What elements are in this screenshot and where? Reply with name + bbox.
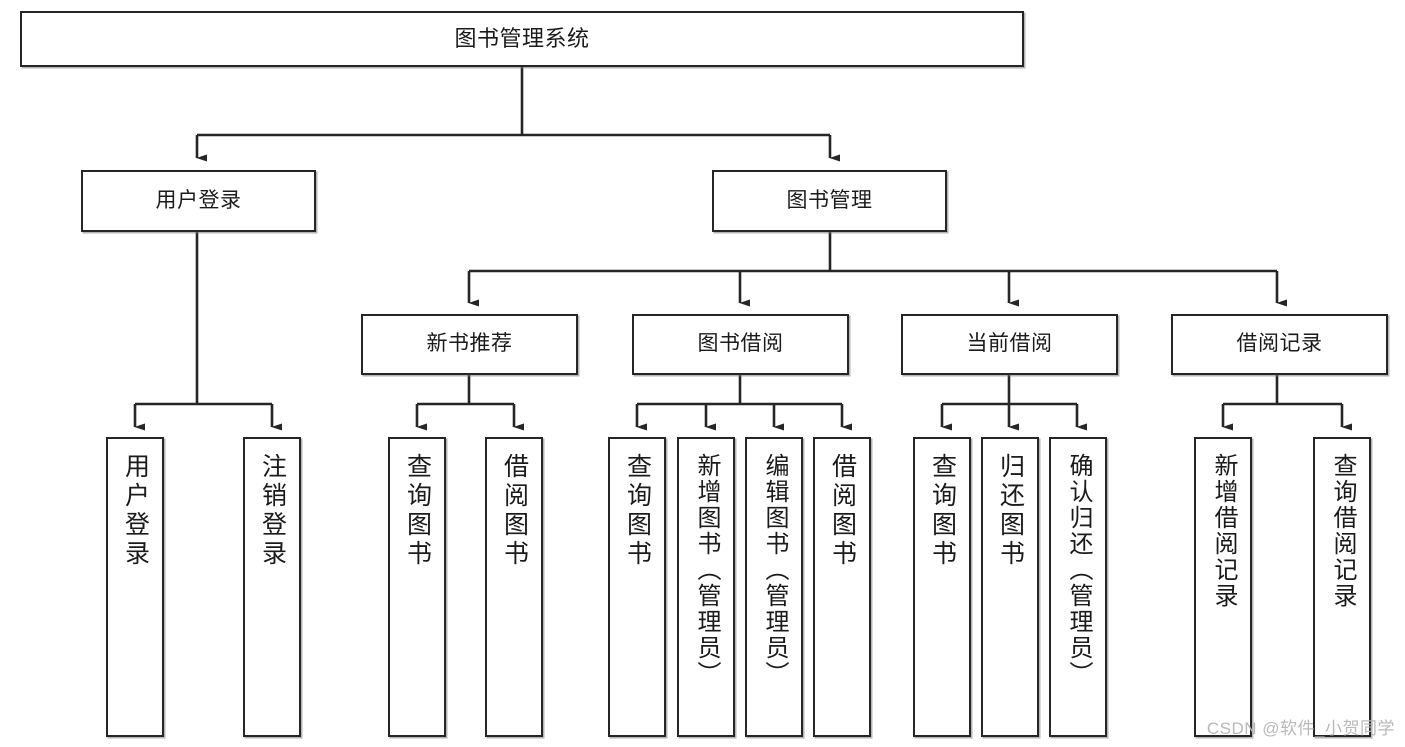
leaf-book-borrow-query-label: 查询图书 (623, 453, 652, 569)
node-book-borrow[interactable]: 图书借阅 (632, 314, 849, 375)
leaf-user-login-logout-label: 注销登录 (258, 453, 287, 569)
leaf-current-borrow-confirm-return-label: 确认归还（管理员） (1065, 453, 1092, 687)
leaf-book-borrow-edit[interactable]: 编辑图书（管理员） (745, 437, 803, 737)
leaf-new-book-borrow-label: 借阅图书 (500, 453, 529, 569)
leaf-book-borrow-borrow[interactable]: 借阅图书 (813, 437, 871, 737)
leaf-current-borrow-confirm-return[interactable]: 确认归还（管理员） (1049, 437, 1107, 737)
leaf-user-login-logout[interactable]: 注销登录 (243, 437, 301, 737)
leaf-current-borrow-return[interactable]: 归还图书 (981, 437, 1039, 737)
node-book-borrow-label: 图书借阅 (697, 332, 784, 356)
leaf-borrow-record-query-label: 查询借阅记录 (1329, 453, 1356, 609)
node-current-borrow[interactable]: 当前借阅 (901, 314, 1118, 375)
node-user-login-label: 用户登录 (155, 188, 242, 212)
leaf-current-borrow-return-label: 归还图书 (996, 453, 1025, 569)
node-book-management-label: 图书管理 (786, 188, 873, 212)
node-book-management[interactable]: 图书管理 (712, 170, 947, 232)
node-current-borrow-label: 当前借阅 (966, 332, 1053, 356)
leaf-book-borrow-add[interactable]: 新增图书（管理员） (677, 437, 735, 737)
leaf-borrow-record-add[interactable]: 新增借阅记录 (1194, 437, 1252, 737)
leaf-book-borrow-edit-label: 编辑图书（管理员） (761, 453, 788, 687)
leaf-borrow-record-add-label: 新增借阅记录 (1210, 453, 1237, 609)
node-borrow-record-label: 借阅记录 (1236, 332, 1323, 356)
leaf-current-borrow-query-label: 查询图书 (928, 453, 957, 569)
leaf-book-borrow-add-label: 新增图书（管理员） (693, 453, 720, 687)
leaf-user-login-login[interactable]: 用户登录 (106, 437, 164, 737)
leaf-book-borrow-borrow-label: 借阅图书 (828, 453, 857, 569)
node-new-book-recommend-label: 新书推荐 (426, 332, 513, 356)
leaf-current-borrow-query[interactable]: 查询图书 (913, 437, 971, 737)
leaf-borrow-record-query[interactable]: 查询借阅记录 (1313, 437, 1371, 737)
leaf-new-book-query-label: 查询图书 (403, 453, 432, 569)
leaf-new-book-borrow[interactable]: 借阅图书 (485, 437, 543, 737)
leaf-new-book-query[interactable]: 查询图书 (388, 437, 446, 737)
node-root-label: 图书管理系统 (454, 26, 590, 52)
node-borrow-record[interactable]: 借阅记录 (1171, 314, 1388, 375)
leaf-book-borrow-query[interactable]: 查询图书 (608, 437, 666, 737)
node-new-book-recommend[interactable]: 新书推荐 (361, 314, 578, 375)
node-root[interactable]: 图书管理系统 (20, 11, 1024, 67)
leaf-user-login-login-label: 用户登录 (121, 453, 150, 569)
node-user-login[interactable]: 用户登录 (81, 170, 316, 232)
watermark: CSDN @软件_小贺同学 (1206, 719, 1395, 738)
